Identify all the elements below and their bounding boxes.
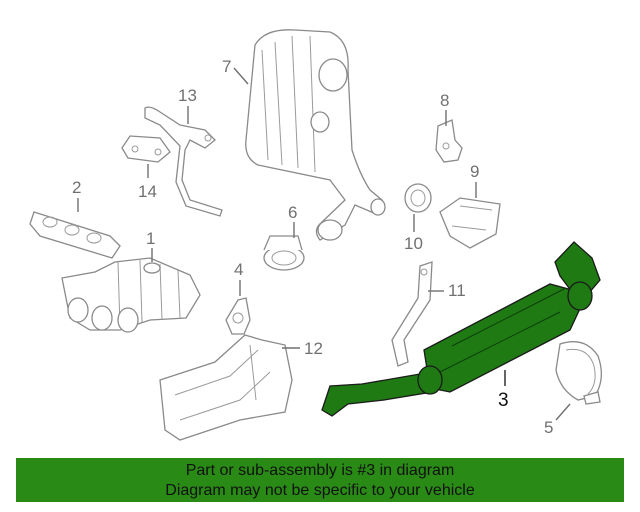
svg-text:4: 4 (234, 260, 243, 279)
svg-text:10: 10 (404, 234, 423, 253)
part-9-tail-tip[interactable] (439, 197, 501, 249)
callout-6: 6 (288, 203, 297, 238)
svg-text:8: 8 (440, 91, 449, 110)
callout-10: 10 (404, 214, 423, 253)
callout-3: 3 (498, 370, 509, 411)
callout-9: 9 (470, 162, 479, 198)
part-6-clamp[interactable] (263, 235, 305, 271)
part-2-gasket[interactable] (29, 211, 121, 259)
svg-text:5: 5 (544, 418, 553, 437)
part-10-clamp[interactable] (404, 183, 432, 213)
callout-11: 11 (428, 281, 466, 300)
svg-text:1: 1 (146, 229, 155, 248)
svg-text:7: 7 (222, 57, 231, 76)
part-13-hanger[interactable] (144, 106, 223, 217)
callout-2: 2 (72, 178, 81, 212)
callout-7: 7 (222, 57, 249, 85)
svg-text:6: 6 (288, 203, 297, 222)
callout-5: 5 (544, 403, 571, 437)
parts-diagram: 7 13 14 2 1 (29, 29, 602, 441)
callout-4: 4 (234, 260, 243, 296)
part-8-bracket[interactable] (435, 119, 463, 163)
svg-text:13: 13 (178, 86, 197, 105)
svg-text:9: 9 (470, 162, 479, 181)
callout-8: 8 (440, 91, 449, 126)
part-4-gasket[interactable] (225, 297, 251, 335)
svg-text:14: 14 (138, 182, 157, 201)
part-5-tail-shield[interactable] (555, 341, 602, 405)
svg-text:11: 11 (448, 281, 466, 300)
callout-13: 13 (178, 86, 197, 124)
svg-text:2: 2 (72, 178, 81, 197)
part-12-heat-shield[interactable] (159, 334, 293, 441)
banner-line-2: Diagram may not be specific to your vehi… (165, 482, 475, 499)
part-7-muffler[interactable] (245, 29, 386, 241)
callout-12: 12 (282, 339, 323, 358)
callout-1: 1 (146, 229, 155, 262)
banner-line-1: Part or sub-assembly is #3 in diagram (185, 462, 455, 479)
svg-text:3: 3 (498, 390, 509, 411)
info-banner: Part or sub-assembly is #3 in diagram Di… (16, 458, 624, 502)
svg-text:12: 12 (304, 339, 323, 358)
callout-14: 14 (138, 164, 157, 201)
part-14-bracket[interactable] (121, 135, 171, 163)
part-11-bracket[interactable] (391, 261, 433, 367)
part-3-exhaust-pipe[interactable] (321, 241, 601, 417)
part-1-manifold-converter[interactable] (61, 257, 201, 333)
